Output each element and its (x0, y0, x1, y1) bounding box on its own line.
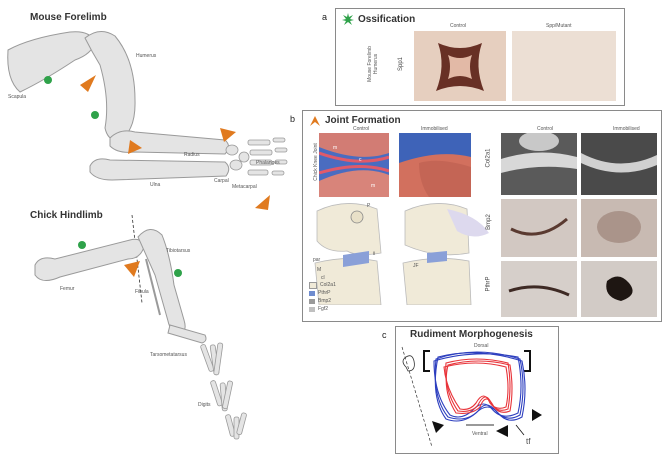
histo-m1: m (333, 145, 338, 151)
panel-b-letter: b (290, 114, 296, 124)
legend-item: Fgf2 (309, 305, 336, 313)
panel-a: Ossification Control Spp/Mutant Mouse Fo… (335, 8, 625, 106)
panel-a-letter: a (322, 12, 328, 22)
ossification-title: Ossification (358, 14, 416, 25)
ventral-label: Ventral (472, 431, 488, 437)
legend-item: Col2a1 (309, 281, 336, 289)
gene-col2a1: Col2a1 (485, 148, 492, 168)
radius-label: Radius (184, 152, 200, 158)
dorsal-label: Dorsal (474, 343, 489, 349)
panel-b-col2: Immobilised (421, 126, 448, 132)
carpal-label: Carpal (214, 178, 229, 184)
label-par: par (313, 257, 321, 263)
joint-arrow-icon (80, 75, 270, 210)
mouse-forelimb-title: Mouse Forelimb (30, 12, 107, 23)
bmp2-control-image (501, 199, 577, 257)
femur-bone (34, 238, 145, 281)
panel-c: Rudiment Morphogenesis Dorsal Ventral tf (395, 326, 559, 454)
panel-b-col4: Immobilised (613, 126, 640, 132)
tarsometatarsus-bone (167, 324, 207, 344)
legend-item: PthrP (309, 289, 336, 297)
ulna-label: Ulna (150, 182, 161, 188)
legend-item: Bmp2 (309, 297, 336, 305)
radius-bone (109, 130, 229, 155)
panel-a-col1: Control (450, 23, 467, 29)
col2a1-immobilised-image (581, 133, 657, 195)
phalanges-label: Phalanges (256, 160, 280, 166)
label-jf: JF (413, 263, 419, 269)
label-p: P (367, 203, 371, 209)
immobilised-histology-image (399, 133, 471, 197)
tarsometatarsus-label: Tarsometatarsus (150, 352, 187, 358)
control-ossification-image (414, 31, 506, 101)
fibula-label: Fibula (135, 289, 149, 295)
gene-pthrp: PthrP (485, 276, 492, 292)
scapula-label: Scapula (8, 94, 27, 100)
histo-c: c (359, 157, 362, 163)
panel-b: Joint Formation Control Immobilised Cont… (302, 110, 662, 322)
humerus-bone (84, 31, 136, 141)
panel-b-col3: Control (537, 126, 554, 132)
legend: Col2a1 PthrP Bmp2 Fgf2 (309, 281, 336, 313)
rudiment-outlines (401, 346, 542, 448)
bmp2-immobilised-image (581, 199, 657, 257)
label-m: M (317, 267, 322, 273)
panel-a-col2: Spp/Mutant (546, 23, 572, 29)
panel-c-letter: c (382, 330, 387, 340)
histo-m2: m (371, 183, 376, 189)
label-cl: cl (321, 275, 325, 281)
row-label-1: Mouse Forelimb (366, 46, 373, 82)
col2a1-control-image (501, 133, 577, 195)
star-icon (342, 13, 354, 25)
tf-label: tf (526, 437, 531, 446)
humerus-label: Humerus (136, 53, 157, 59)
joint-formation-title: Joint Formation (325, 115, 401, 126)
pthrp-immobilised-image (581, 261, 657, 317)
arrowhead-icon (310, 116, 320, 126)
rudiment-title: Rudiment Morphogenesis (410, 329, 533, 340)
mouse-forelimb-diagram (7, 31, 288, 210)
ossification-star-icon (44, 76, 99, 119)
control-histology-image: m c m (319, 133, 389, 197)
scapula-bone (7, 31, 96, 93)
gene-bmp2: Bmp2 (485, 214, 492, 230)
gene-spp1: Spp1 (398, 56, 405, 72)
chick-knee-label: Chick Knee Joint (312, 143, 319, 181)
panel-b-col1: Control (353, 126, 370, 132)
row-label-2: Humerus (373, 53, 380, 75)
femur-label: Femur (60, 286, 75, 292)
metacarpal-label: Metacarpal (232, 184, 257, 190)
tibiotarsus-label: Tibiotarsus (166, 248, 191, 254)
ulna-bone (89, 158, 230, 181)
mutant-ossification-image (512, 31, 616, 101)
pthrp-control-image (501, 261, 577, 317)
chick-hindlimb-title: Chick Hindlimb (30, 210, 103, 221)
tibiotarsus-bone (137, 229, 186, 334)
chick-hindlimb-diagram (34, 215, 247, 440)
label-ii: ii (373, 251, 376, 257)
knee-schematic (314, 203, 489, 305)
digits-label: Digits (198, 402, 211, 408)
